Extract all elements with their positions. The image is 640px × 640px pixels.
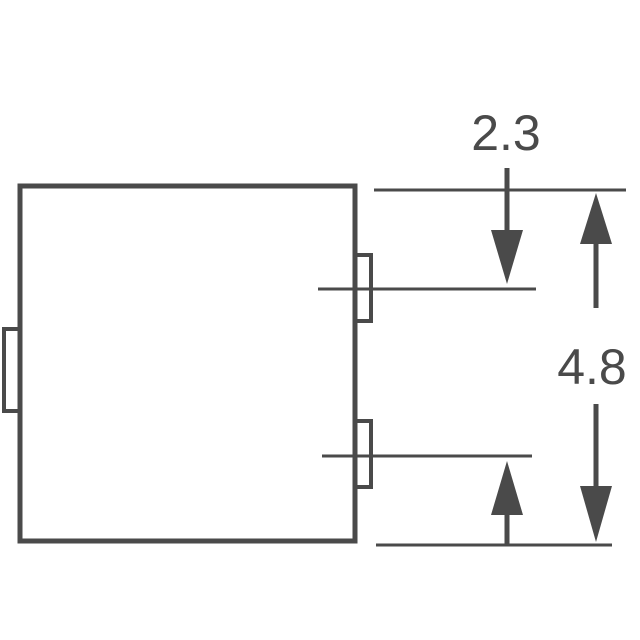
component-body	[17, 183, 358, 544]
pin-offset-label: 2.3	[471, 105, 541, 161]
drawing-lines	[2, 168, 626, 547]
right-terminal-bottom	[353, 419, 373, 489]
arrowheads	[491, 193, 612, 542]
pin-pitch-label: 4.8	[557, 339, 627, 395]
pitch-arrow-down	[580, 486, 612, 542]
offset-arrow-up	[491, 461, 523, 515]
offset-arrow-down	[491, 230, 523, 284]
pitch-arrow-up	[580, 193, 612, 244]
left-terminal	[2, 327, 22, 413]
